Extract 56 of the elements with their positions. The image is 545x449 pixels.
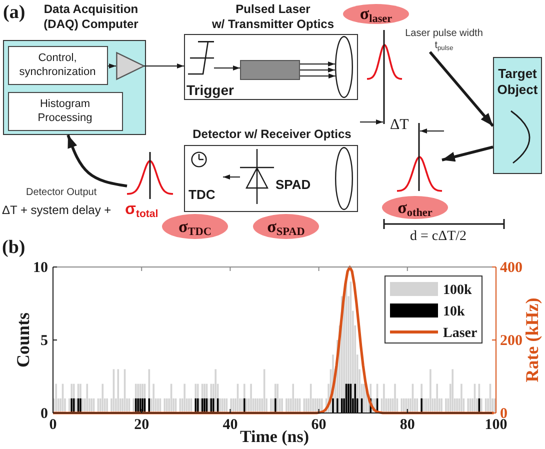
amplifier-triangle (116, 52, 144, 80)
tick-label: 0 (40, 406, 48, 422)
component-label: TDC (188, 186, 216, 202)
formula-text: ΔT + system delay + (2, 202, 112, 218)
arrow (66, 134, 128, 188)
axis-title: Rate (kHz) (522, 298, 542, 382)
arrow (300, 62, 336, 66)
tick-label: 60 (311, 417, 326, 433)
arrow (300, 74, 336, 78)
legend-label: 100k (443, 283, 472, 298)
tick-label: 80 (400, 417, 415, 433)
box-heading: Pulsed Laser w/ Transmitter Optics (210, 2, 336, 32)
panel-label: (a) (3, 2, 26, 24)
lens (334, 36, 352, 98)
arrow (428, 51, 494, 127)
tick-label: 200 (500, 333, 522, 349)
formula-text: σ$_{total}$ (125, 200, 160, 219)
box-title: Target Object (496, 66, 539, 98)
lens (334, 146, 352, 210)
box-heading: Detector w/ Receiver Optics (192, 127, 352, 143)
gaussian-pulse-icon (367, 44, 402, 80)
panel-label: (b) (2, 237, 26, 258)
component-label: SPAD (276, 176, 311, 192)
tick-label: 40 (222, 417, 238, 433)
gaussian-pulse-icon (397, 156, 442, 192)
sigma-ellipse: σ$_{SPAD}$ (253, 214, 319, 239)
arrow (108, 64, 116, 68)
axis-title: Time (ns) (240, 427, 310, 446)
laser-emitter-block (240, 60, 300, 80)
sigma-ellipse: σ$_{other}$ (382, 196, 448, 219)
box-heading: Data Acquisition (DAQ) Computer (42, 2, 140, 33)
waveform-icon (186, 40, 214, 74)
caption-text: Detector Output (26, 186, 98, 199)
arrow (222, 174, 240, 180)
legend-label: Laser (443, 326, 478, 341)
annotation-text: Laser pulse width t$_{pulse}$ (402, 28, 486, 52)
tick-label: 5 (40, 333, 48, 349)
arrow (442, 146, 494, 162)
sigma-ellipse: σ$_{laser}$ (343, 4, 409, 24)
tick-label: 400 (500, 260, 522, 276)
process-box: Histogram Processing (8, 92, 122, 130)
tick-label: 10 (33, 260, 48, 276)
tick-label: 20 (134, 417, 150, 433)
target-panel (493, 57, 542, 174)
sigma-ellipse: σ$_{TDC}$ (162, 214, 228, 239)
arrow (144, 64, 184, 68)
tick-label: 0 (49, 417, 57, 433)
math-label: ΔT (390, 116, 410, 135)
gaussian-pulse-icon (127, 160, 173, 195)
formula-text: d = cΔT/2 (410, 228, 468, 246)
axis-title: Counts (13, 312, 33, 368)
arrow (300, 68, 336, 72)
arrow (214, 66, 240, 70)
legend-label: 10k (443, 304, 465, 320)
process-box: Control, synchronization (8, 46, 108, 84)
component-label: Trigger (186, 80, 235, 98)
